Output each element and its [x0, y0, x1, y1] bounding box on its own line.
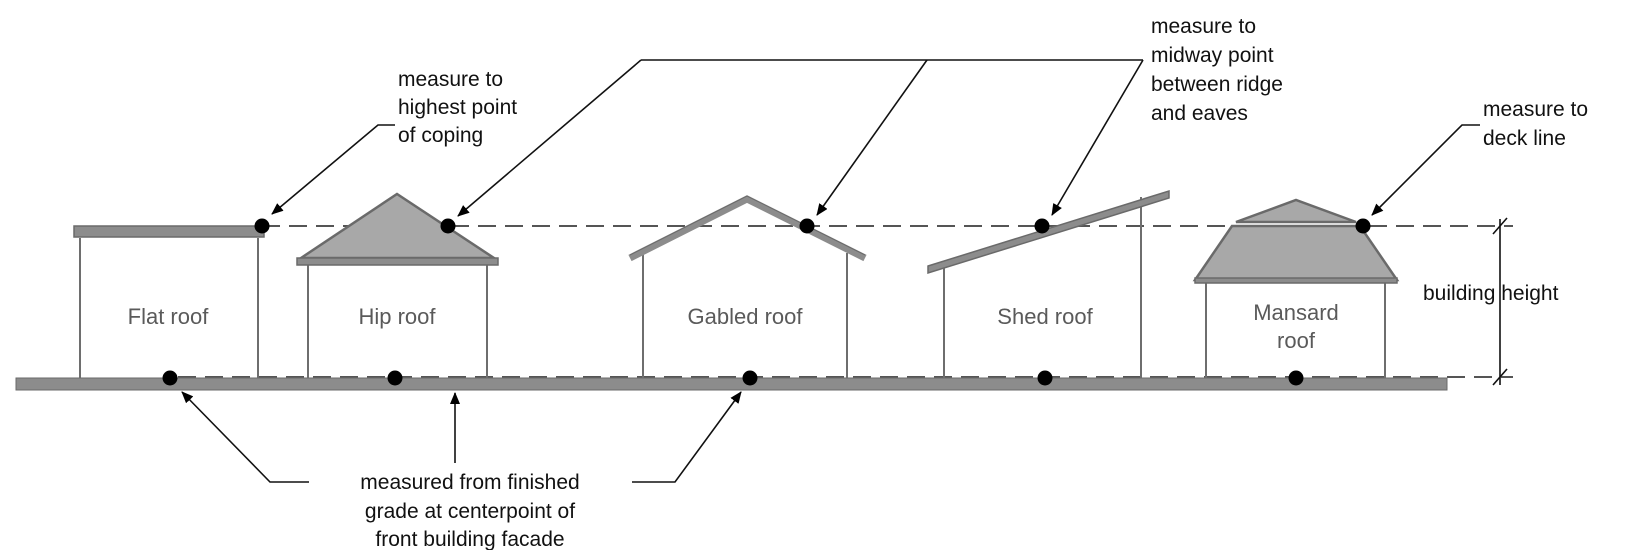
annotation-line: grade at centerpoint of	[365, 500, 575, 523]
building-label: Gabled roof	[688, 304, 804, 329]
building-label: roof	[1277, 328, 1316, 353]
mansard-roof-building: Mansard roof	[1192, 198, 1400, 378]
midway-annotation: measure to midway point between ridge an…	[1151, 15, 1283, 125]
annotation-line: between ridge	[1151, 73, 1283, 96]
building-label: Flat roof	[128, 304, 210, 329]
deck-annotation: measure to deck line	[1483, 98, 1588, 150]
finished-grade	[15, 377, 1448, 391]
building-label: Hip roof	[358, 304, 436, 329]
annotation-line: midway point	[1151, 44, 1274, 67]
annotation-line: measure to	[1483, 98, 1588, 121]
hip-roof-building: Hip roof	[296, 192, 499, 378]
flat-roof-building: Flat roof	[73, 225, 265, 378]
annotation-line: and eaves	[1151, 102, 1248, 125]
annotation-line: deck line	[1483, 127, 1566, 150]
annotation-line: of coping	[398, 124, 483, 147]
coping-annotation: measure to highest point of coping	[398, 68, 517, 147]
annotation-line: measure to	[398, 68, 503, 91]
building-label: Shed roof	[997, 304, 1093, 329]
measure-points	[162, 218, 1371, 386]
building-label: Mansard	[1253, 300, 1339, 325]
annotation-line: measure to	[1151, 15, 1256, 38]
gabled-roof-building: Gabled roof	[628, 195, 867, 378]
building-height-dimension: building height	[1423, 217, 1559, 386]
shed-roof-building: Shed roof	[927, 189, 1170, 378]
grade-annotation: measured from finished grade at centerpo…	[360, 471, 579, 550]
annotation-line: measured from finished	[360, 471, 579, 494]
annotation-line: highest point	[398, 96, 517, 119]
annotation-line: front building facade	[375, 528, 564, 550]
coping	[73, 225, 265, 238]
dimension-label: building height	[1423, 282, 1559, 305]
leader-lines	[181, 59, 1480, 483]
